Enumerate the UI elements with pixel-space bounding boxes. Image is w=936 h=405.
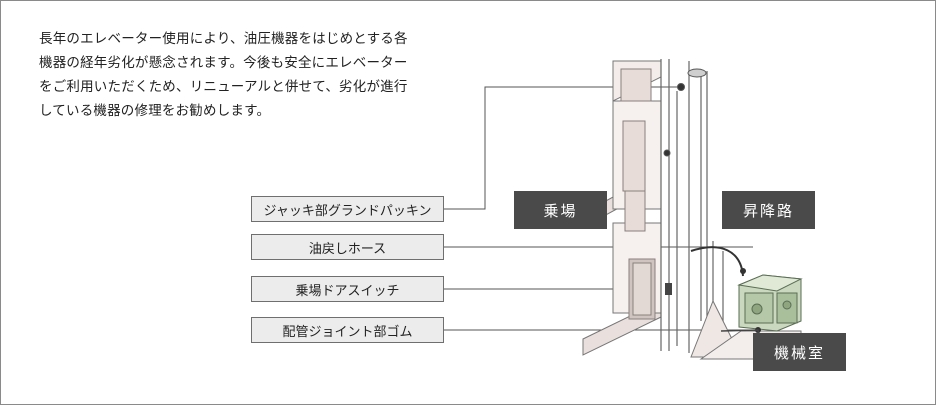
description-line: している機器の修理をお勧めします。 [39,103,271,119]
part-label-landing-door-switch: 乗場ドアスイッチ [251,276,444,302]
zone-label-machine-room: 機械室 [753,333,846,371]
door-switch-icon [665,283,672,295]
hydraulic-unit [737,274,803,332]
description-line: 機器の経年劣化が懸念されます。今後も安全にエレベーター [39,55,408,71]
zone-label-landing: 乗場 [514,191,607,229]
part-label-oil-return-hose: 油戻しホース [251,234,444,260]
oil-return-hose [690,246,744,277]
description-text: 長年のエレベーター使用により、油圧機器をはじめとする各 機器の経年劣化が懸念され… [39,27,469,123]
hose-joint-icon [740,268,746,274]
door-panels [620,68,656,320]
zone-label-hoistway: 昇降路 [722,191,815,229]
description-line: 長年のエレベーター使用により、油圧機器をはじめとする各 [39,31,408,47]
leader-line-jack [444,86,681,210]
part-label-jack-packing: ジャッキ部グランドパッキン [251,196,444,222]
guide-rails [660,59,724,353]
description-line: をご利用いただくため、リニューアルと併せて、劣化が進行 [39,79,408,95]
jack-cylinder [663,68,707,157]
part-label-pipe-joint-rubber: 配管ジョイント部ゴム [251,317,444,343]
